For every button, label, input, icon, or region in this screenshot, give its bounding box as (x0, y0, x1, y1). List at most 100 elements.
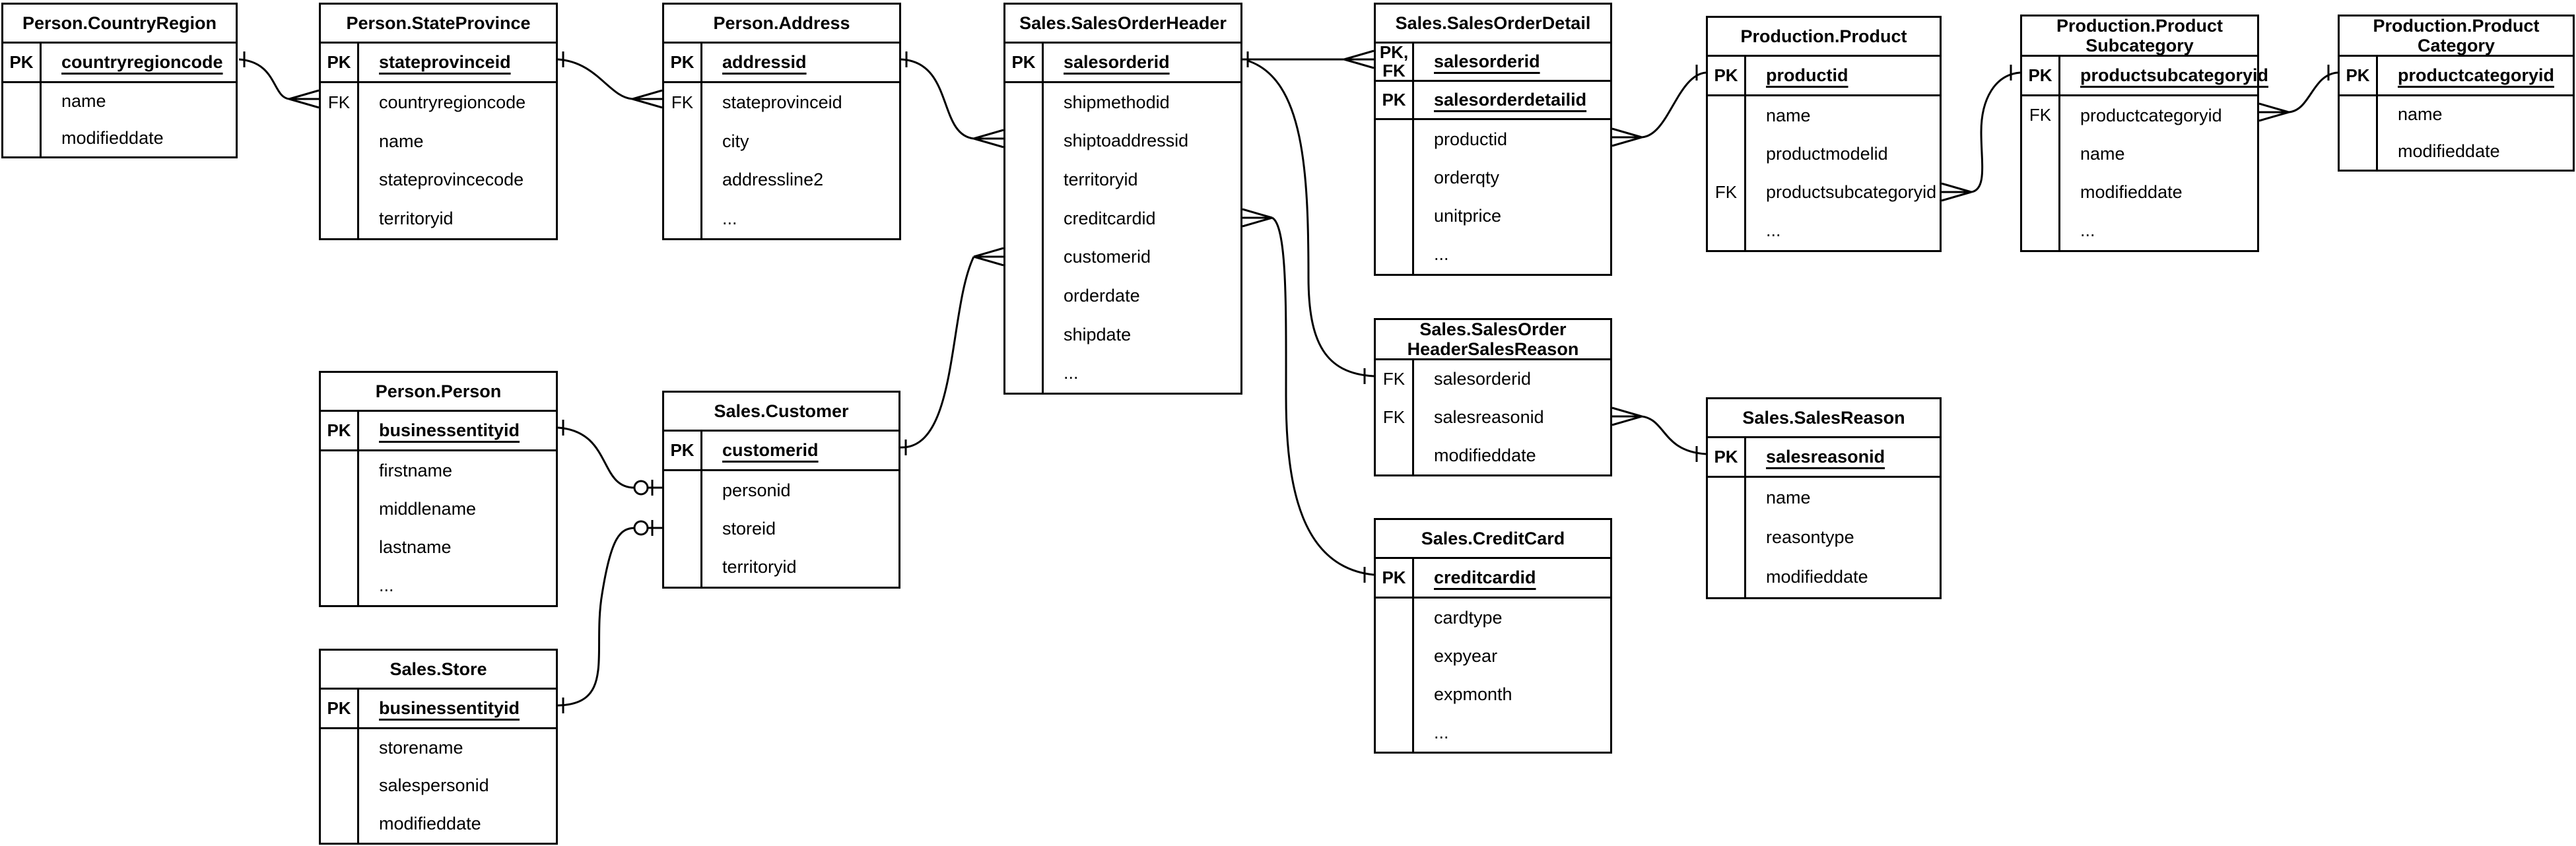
attribute-name: city (722, 131, 749, 151)
attribute-name: storename (379, 738, 463, 758)
attribute-name: unitprice (1434, 206, 1502, 226)
key-attribute-name: salesorderid (1414, 44, 1610, 80)
key-attribute-name: businessentityid (359, 690, 556, 727)
key-badge: PK (1708, 438, 1746, 476)
attribute-name: name (1766, 487, 1811, 507)
fk-badge (1708, 517, 1746, 558)
relationship-store-customer[interactable] (557, 520, 662, 713)
attribute-row: modifieddate (2022, 173, 2257, 212)
fk-badge (2022, 173, 2060, 212)
key-attribute-name: businessentityid (359, 412, 556, 449)
relationship-line (1343, 49, 1374, 61)
attribute-row: modifieddate (321, 804, 556, 843)
fk-badge (1376, 158, 1414, 197)
attribute-name: middlename (379, 498, 477, 519)
fk-badge (321, 199, 359, 238)
relationship-headersalesreason-salesreason[interactable] (1611, 407, 1707, 462)
relationship-salesorderdetail-product[interactable] (1611, 65, 1707, 147)
fk-badge (1005, 238, 1044, 277)
entity-title: Sales.SalesOrderDetail (1376, 5, 1610, 44)
relationship-salesorderheader-salesorderdetail[interactable] (1242, 49, 1374, 69)
relationship-stateprovince-address[interactable] (557, 51, 663, 109)
attribute-name: salesreasonid (1434, 407, 1544, 427)
attribute-name: name (2080, 143, 2125, 164)
relationship-line (973, 129, 1004, 140)
attribute-name: shiptoaddressid (1064, 131, 1189, 151)
relationship-line (973, 137, 1004, 148)
fk-badge: FK (2022, 96, 2060, 135)
relationship-line (238, 58, 290, 100)
attribute-name: modifieddate (2080, 182, 2183, 203)
key-attribute-name: productsubcategoryid (2060, 57, 2268, 94)
relationship-productsubcategory-productcategory[interactable] (2258, 65, 2338, 122)
attribute-name: ... (722, 209, 737, 229)
attribute-row: name (2022, 135, 2257, 174)
fk-badge (321, 528, 359, 567)
key-badge: PK (664, 432, 702, 469)
relationship-product-productsubcategory[interactable] (1941, 65, 2021, 202)
attribute-name: ... (1766, 220, 1781, 241)
attribute-name: salespersonid (379, 775, 489, 796)
attribute-name: ... (2080, 220, 2095, 241)
entity-body: storename salespersonid modifieddate (321, 729, 556, 843)
key-attribute-name: customerid (702, 432, 898, 469)
attribute-row: orderqty (1376, 158, 1610, 197)
relationship-countryregion-stateprovince[interactable] (238, 51, 320, 109)
fk-badge: FK (1376, 398, 1414, 437)
relationship-line (2258, 111, 2289, 122)
relationship-salesorderheader-headersalesreason[interactable] (1247, 59, 1374, 384)
attribute-name: shipdate (1064, 324, 1132, 344)
attribute-row: expmonth (1376, 675, 1610, 713)
fk-badge (1708, 211, 1746, 250)
attribute-name: reasontype (1766, 527, 1854, 547)
key-attribute-text: salesorderid (1434, 51, 1540, 71)
fk-badge (664, 121, 702, 161)
key-attribute-text: businessentityid (379, 420, 520, 440)
attribute-name: modifieddate (61, 127, 164, 148)
key-attribute-name: addressid (702, 44, 899, 81)
relationship-creditcard-salesorderheader[interactable] (1242, 208, 1374, 583)
relationship-person-customer[interactable] (557, 420, 662, 496)
fk-badge: FK (664, 83, 702, 122)
fk-badge (1376, 675, 1414, 713)
relationship-line (900, 256, 975, 449)
relationship-customer-salesorderheader[interactable] (900, 247, 1004, 455)
attribute-name: lastname (379, 537, 452, 558)
attribute-name: productcategoryid (2080, 105, 2222, 125)
attribute-name: ... (379, 575, 394, 596)
attribute-name: shipmethodid (1064, 92, 1170, 112)
key-attribute-text: salesorderdetailid (1434, 90, 1587, 110)
attribute-name: ... (1434, 244, 1449, 265)
relationship-line (1242, 216, 1273, 228)
attribute-name: territoryid (379, 209, 454, 229)
attribute-row: modifieddate (1708, 557, 1940, 597)
fk-badge (2022, 135, 2060, 174)
attribute-name: name (379, 131, 424, 151)
fk-badge: FK (321, 83, 359, 122)
relationship-address-salesorderheader[interactable] (900, 51, 1004, 148)
entity-body: name reasontype modifieddate (1708, 478, 1940, 597)
attribute-name: expmonth (1434, 684, 1512, 704)
relationship-line (1611, 136, 1643, 147)
